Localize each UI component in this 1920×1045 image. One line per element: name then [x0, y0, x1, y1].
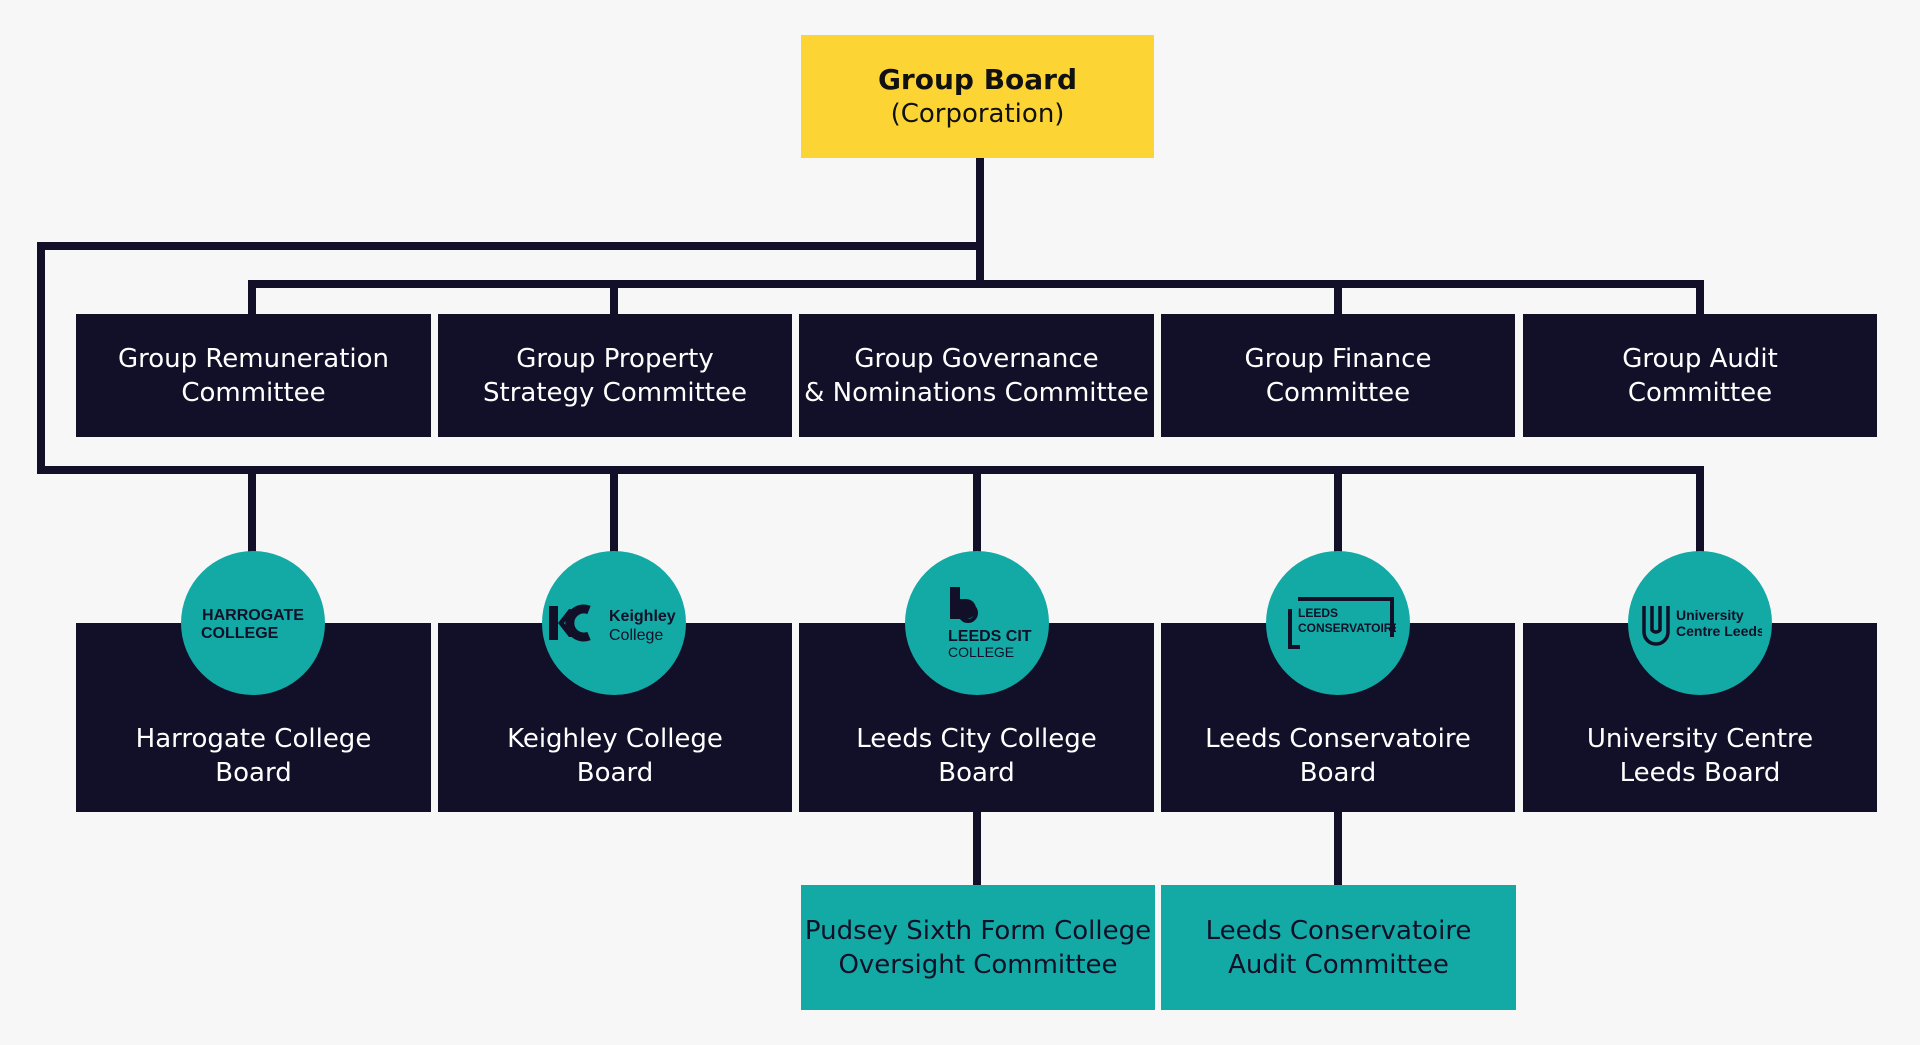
board-label: Leeds Board: [1619, 758, 1781, 788]
ucl-logo-text-2: Centre Leeds: [1676, 623, 1762, 639]
committee-property-strategy: Group Property Strategy Committee: [438, 314, 792, 437]
group-board-subtitle: (Corporation): [890, 98, 1065, 129]
ucl-logo-text-1: University: [1676, 607, 1744, 623]
group-board-box: Group Board (Corporation): [801, 35, 1154, 158]
harrogate-logo-text-2: COLLEGE: [201, 625, 279, 642]
leeds-city-logo-circle: [958, 603, 978, 623]
committee-label: Strategy Committee: [483, 377, 747, 408]
board-label: Leeds Conservatoire: [1205, 724, 1471, 754]
board-label: Board: [938, 758, 1015, 788]
leeds-city-college-logo: LEEDS CITY COLLEGE: [905, 551, 1049, 695]
committee-label: Group Finance: [1244, 343, 1432, 374]
leeds-conservatoire-logo-text-2: CONSERVATOIRE: [1298, 621, 1396, 635]
board-label: Keighley College: [507, 724, 723, 754]
committee-finance: Group Finance Committee: [1161, 314, 1515, 437]
leeds-city-logo-text-2: COLLEGE: [948, 644, 1014, 660]
committee-remuneration: Group Remuneration Committee: [76, 314, 431, 437]
committee-label: Group Audit: [1622, 343, 1778, 374]
leeds-city-logo-shape: [950, 587, 976, 619]
board-label: Board: [215, 758, 292, 788]
board-label: Leeds City College: [856, 724, 1097, 754]
committee-label: Committee: [181, 377, 326, 408]
group-board-title: Group Board: [877, 62, 1078, 96]
keighley-logo-text-1: Keighley: [609, 608, 676, 625]
leeds-conservatoire-logo-frame: [1288, 597, 1394, 649]
leeds-conservatoire-logo-text-1: LEEDS: [1298, 606, 1338, 620]
board-label: Harrogate College: [135, 724, 372, 754]
connector-outer-loop: [37, 242, 1704, 556]
leeds-conservatoire-logo: LEEDS CONSERVATOIRE: [1266, 551, 1410, 695]
keighley-logo-text-2: College: [609, 627, 663, 644]
subcommittee-label: Leeds Conservatoire: [1205, 915, 1472, 946]
subcommittee-label: Pudsey Sixth Form College: [804, 915, 1152, 946]
subcommittee-label: Oversight Committee: [838, 949, 1118, 980]
ucl-logo-mark: University Centre Leeds: [1642, 606, 1762, 646]
leeds-city-logo-text-1: LEEDS CITY: [948, 628, 1032, 645]
committee-label: Committee: [1265, 377, 1411, 408]
harrogate-logo-mark: HARROGATE COLLEGE: [201, 607, 304, 642]
board-label: University Centre: [1586, 724, 1814, 754]
ucl-logo-u: [1642, 606, 1670, 646]
committee-audit: Group Audit Committee: [1523, 314, 1877, 437]
keighley-logo-k-stem: [549, 606, 558, 640]
keighley-logo-k-arm: [558, 609, 575, 637]
ucl-logo-inner-u: [1650, 606, 1662, 634]
committee-label: Group Governance: [854, 343, 1099, 374]
harrogate-logo-text-1: HARROGATE: [202, 607, 304, 624]
keighley-logo-c-arc: [565, 604, 591, 642]
subcommittee-label: Audit Committee: [1228, 949, 1449, 980]
keighley-logo-mark: Keighley College: [549, 604, 676, 644]
connector-committees-bar: [248, 280, 1704, 316]
harrogate-college-logo: HARROGATE COLLEGE: [181, 551, 325, 695]
leeds-city-logo-mark: LEEDS CITY COLLEGE: [948, 587, 1032, 660]
subcommittee-pudsey-oversight: Pudsey Sixth Form College Oversight Comm…: [801, 885, 1155, 1010]
committee-label: Group Remuneration: [117, 343, 390, 374]
board-label: Board: [1299, 758, 1377, 788]
subcommittee-conservatoire-audit: Leeds Conservatoire Audit Committee: [1161, 885, 1516, 1010]
committee-label: Committee: [1627, 377, 1773, 408]
university-centre-leeds-logo: University Centre Leeds: [1628, 551, 1772, 695]
committee-label: & Nominations Committee: [804, 377, 1149, 408]
leeds-conservatoire-logo-mark: LEEDS CONSERVATOIRE: [1288, 597, 1396, 649]
board-label: Board: [576, 758, 654, 788]
keighley-college-logo: Keighley College: [542, 551, 686, 695]
committee-label: Group Property: [516, 343, 714, 374]
committee-governance-nominations: Group Governance & Nominations Committee: [799, 314, 1154, 437]
